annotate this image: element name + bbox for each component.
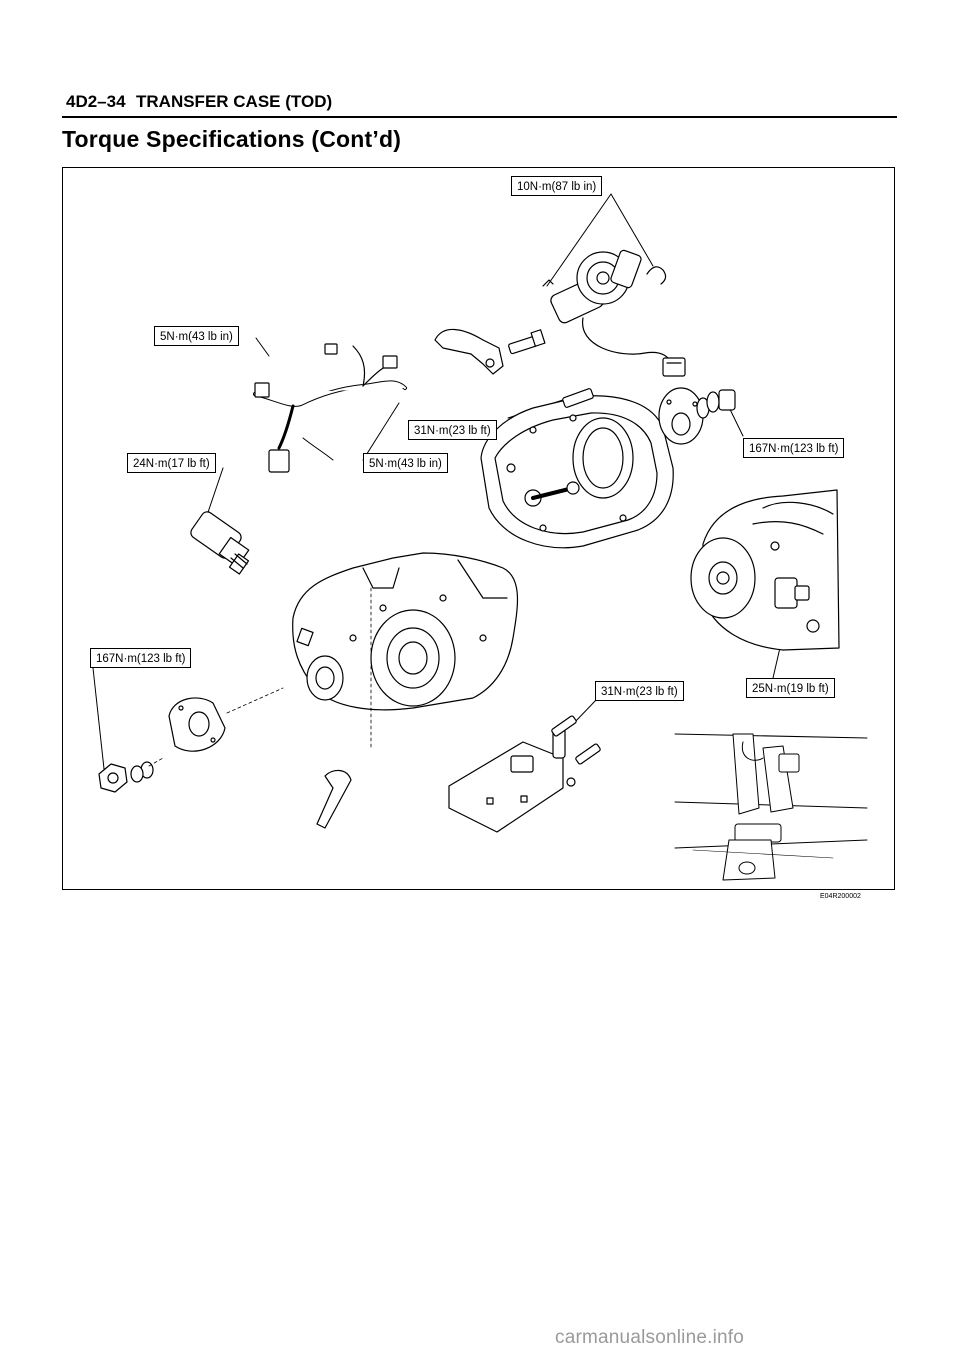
section-code: 4D2–34 <box>66 92 126 111</box>
callout-bracket-bolts: 31N·m(23 lb ft) <box>595 681 684 701</box>
page-title: Torque Specifications (Cont’d) <box>62 126 402 152</box>
exploded-view-drawing <box>92 193 868 881</box>
callout-sensor-switch: 24N·m(17 lb ft) <box>127 453 216 473</box>
vehicle-side-assembly <box>690 489 840 651</box>
exploded-view-figure: 10N·m(87 lb in) 5N·m(43 lb in) 31N·m(23 … <box>62 167 895 890</box>
watermark-text: carmanualsonline.info <box>555 1327 745 1348</box>
vent-tube <box>316 769 352 829</box>
front-flange <box>98 687 284 793</box>
header-rule <box>62 116 897 118</box>
small-bracket <box>434 328 546 375</box>
transfer-case-body <box>292 552 518 749</box>
section-title: TRANSFER CASE (TOD) <box>136 92 333 111</box>
figure-id: E04R200002 <box>820 893 861 900</box>
pressure-sensor <box>190 511 250 575</box>
callout-harness-bolt-upper: 5N·m(43 lb in) <box>154 326 239 346</box>
callout-front-flange-nut: 167N·m(123 lb ft) <box>90 648 192 668</box>
mounting-bracket <box>448 715 601 833</box>
wiring-harness <box>253 343 407 473</box>
callout-case-bolt: 31N·m(23 lb ft) <box>408 420 497 440</box>
callout-rear-flange-nut: 167N·m(123 lb ft) <box>743 438 845 458</box>
rear-case-cover <box>480 388 674 549</box>
callout-harness-bolt-lower: 5N·m(43 lb in) <box>363 453 448 473</box>
chassis-crossmember <box>674 733 868 881</box>
page-header: 4D2–34 TRANSFER CASE (TOD) <box>62 90 897 118</box>
rear-flange <box>658 387 736 445</box>
shift-motor <box>542 249 686 377</box>
callout-speed-sensor: 25N·m(19 lb ft) <box>746 678 835 698</box>
callout-motor-bolts: 10N·m(87 lb in) <box>511 176 603 196</box>
